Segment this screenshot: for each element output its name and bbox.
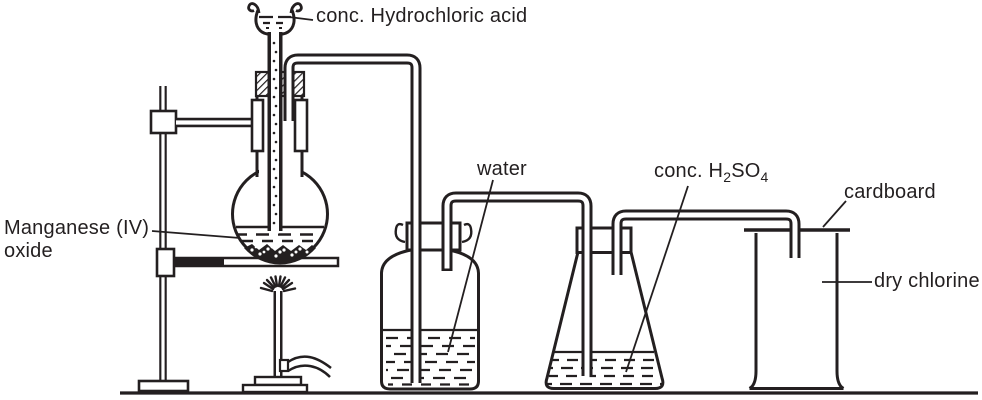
conical-flask: [544, 226, 665, 390]
label-manganese-oxide-line1: Manganese (IV): [4, 217, 150, 239]
gas-hose: [287, 355, 332, 369]
clamp-jaw-left: [250, 98, 265, 153]
ring-boss: [155, 247, 176, 278]
flame-icon: [259, 275, 297, 293]
thistle-funnel: [247, 2, 303, 234]
label-cardboard: cardboard: [844, 181, 936, 203]
delivery-tubes: [283, 53, 801, 386]
clamp-boss: [149, 109, 178, 135]
delivery-tube-3: [611, 209, 801, 275]
h2so4-sub1: 2: [723, 169, 732, 185]
gas-inlet: [278, 358, 290, 373]
clamp-jaw-right: [293, 98, 309, 153]
label-water: water: [477, 158, 527, 180]
h2so4-sub2: 4: [760, 169, 769, 185]
pointer-manganese-oxide: [151, 230, 241, 239]
gas-washing-bottle: [380, 221, 480, 391]
h2so4-mid: SO: [731, 160, 761, 182]
h2so4-pre: conc. H: [654, 160, 724, 182]
label-manganese-oxide: Manganese (IV) oxide: [4, 217, 149, 263]
pointer-water: [447, 179, 494, 353]
pointer-cardboard: [822, 200, 847, 228]
pointer-h2so4: [625, 185, 689, 373]
manganese-oxide-solid: [244, 244, 316, 265]
label-manganese-oxide-line2: oxide: [4, 240, 53, 262]
label-hydrochloric-acid: conc. Hydrochloric acid: [316, 5, 528, 27]
acid-drip-dots: [272, 41, 278, 225]
label-dry-chlorine: dry chlorine: [874, 270, 980, 292]
pointer-hydrochloric-acid: [288, 16, 314, 21]
label-h2so4: conc. H2SO4: [654, 160, 769, 185]
pointer-lines: [151, 16, 872, 373]
bunsen-burner: [241, 275, 332, 394]
